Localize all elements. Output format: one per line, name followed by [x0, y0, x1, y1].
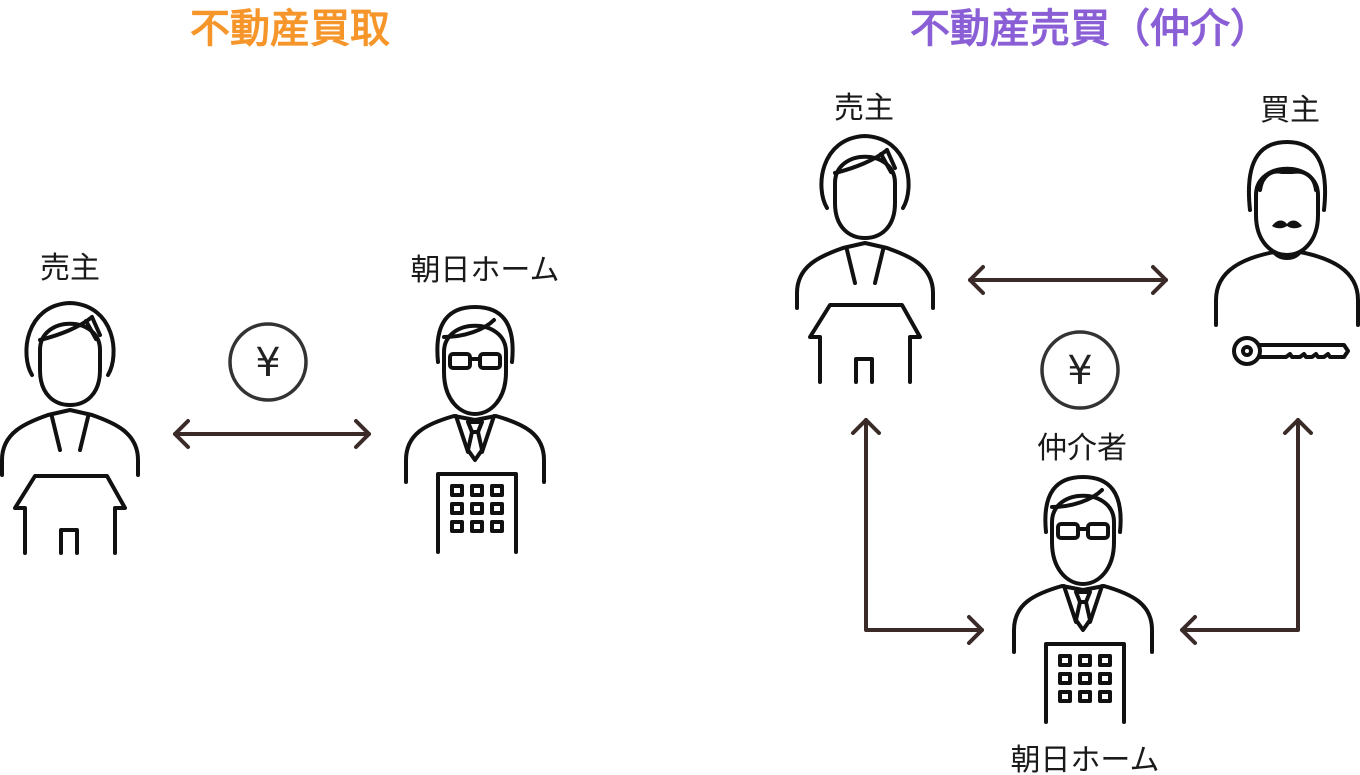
right-company-label: 朝日ホーム — [1010, 743, 1159, 775]
right-building-icon — [1044, 642, 1126, 724]
left-house-icon — [13, 474, 127, 555]
broker-label: 仲介者 — [1037, 431, 1127, 466]
seller-broker-arrow — [851, 418, 984, 645]
buy-title: 不動産買取 — [190, 6, 390, 52]
buyer-broker-arrow — [1180, 418, 1313, 645]
left-seller-woman-icon — [0, 301, 140, 477]
right-seller-label: 売主 — [834, 91, 894, 126]
left-company-label: 朝日ホーム — [410, 253, 559, 288]
right-seller-woman-icon — [795, 134, 935, 310]
brokerage-title: 不動産売買（仲介） — [910, 6, 1270, 52]
right-house-icon — [808, 303, 922, 384]
left-exchange-arrow — [173, 419, 371, 449]
right-yen-symbol: ¥ — [1067, 348, 1092, 394]
left-building-icon — [436, 472, 518, 554]
right-buyer-man-icon — [1214, 140, 1360, 327]
left-seller-label: 売主 — [40, 251, 100, 286]
right-buyer-label: 買主 — [1260, 93, 1320, 128]
left-yen-symbol: ¥ — [255, 340, 280, 386]
key-icon — [1232, 336, 1350, 366]
left-businessman-icon — [404, 305, 546, 484]
left-yen-coin-icon: ¥ — [228, 322, 308, 402]
seller-buyer-arrow — [968, 265, 1168, 295]
right-yen-coin-icon: ¥ — [1040, 330, 1120, 410]
right-businessman-icon — [1012, 475, 1154, 654]
